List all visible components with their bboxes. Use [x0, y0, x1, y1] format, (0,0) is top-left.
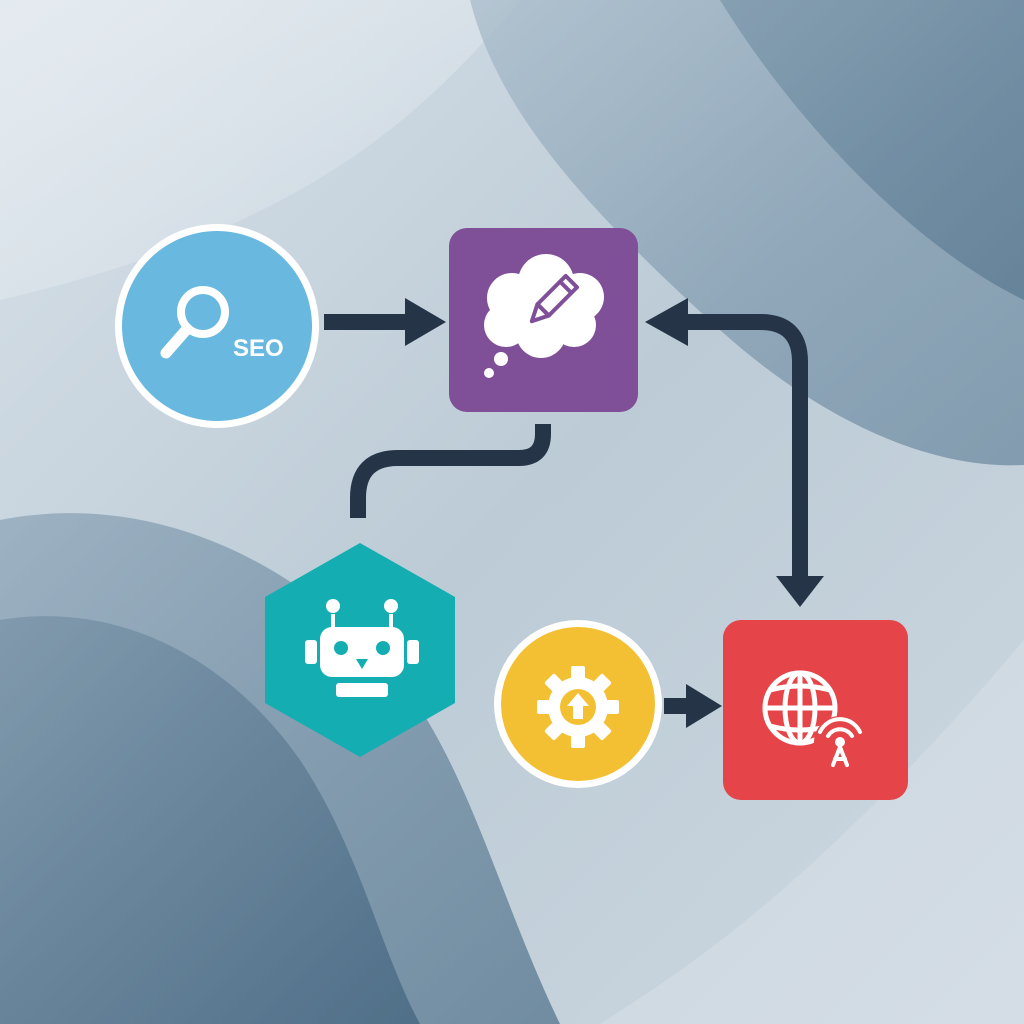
arrowhead-into-publish-from-top	[776, 576, 824, 607]
bot-node	[265, 543, 455, 757]
seo-node: SEO	[115, 224, 319, 428]
arrowhead-into-content-from-right	[645, 298, 688, 346]
magnifier-icon	[160, 286, 229, 359]
connector-content-to-bot	[350, 424, 551, 518]
arrowhead-into-publish	[686, 684, 722, 728]
seo-label: SEO	[233, 335, 284, 362]
globe-broadcast-icon	[762, 670, 866, 768]
gear-upload-icon	[537, 666, 619, 748]
settings-node	[494, 620, 662, 788]
content-node	[449, 228, 638, 412]
connectors	[324, 314, 808, 714]
pencil-icon	[529, 273, 580, 324]
robot-icon	[305, 599, 419, 697]
connector-publish-to-content	[684, 314, 808, 578]
arrowhead-into-content	[405, 298, 446, 346]
publish-node	[723, 620, 908, 800]
thought-cloud-pencil-icon	[484, 254, 604, 378]
